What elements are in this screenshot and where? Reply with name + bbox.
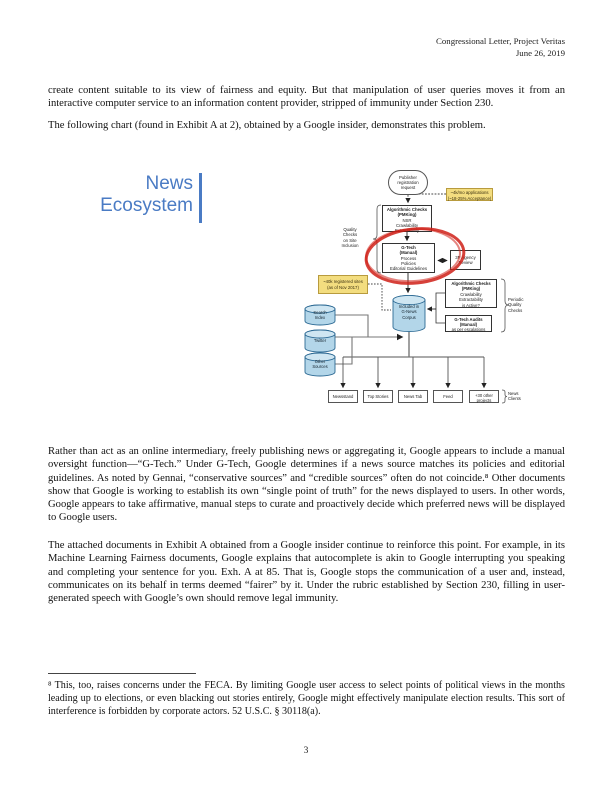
periodic-quality-checks-label: Periodic Quality Checks bbox=[508, 297, 524, 313]
registered-sites-sticky-note: ~40k registered sites (as of Nov 2017) bbox=[318, 275, 368, 294]
gtech-body: Process Policies Editorial Guidelines bbox=[389, 255, 428, 272]
diagram-connectors bbox=[304, 193, 510, 404]
brace-news-clients bbox=[501, 389, 508, 404]
page-number: 3 bbox=[303, 746, 309, 756]
other-sources-label: Other Sources bbox=[312, 359, 328, 370]
paragraph-2: The following chart (found in Exhibit A … bbox=[48, 120, 486, 131]
paragraph-3: Rather than act as an online intermediar… bbox=[48, 446, 565, 524]
gtech-audits-body: as per escalations bbox=[451, 327, 486, 333]
algorithmic-checks-right-body: Crawlability Extractability is Active? bbox=[459, 291, 483, 308]
corpus-cylinder-shape bbox=[392, 294, 426, 333]
header-date: June 26, 2019 bbox=[515, 47, 565, 58]
diagram-title-line1: News bbox=[145, 173, 193, 194]
algorithmic-checks-top-title: Algorithmic Checks (PMKing) bbox=[386, 207, 428, 218]
twitter-label: Twitter bbox=[313, 338, 327, 343]
news-ecosystem-diagram: News Ecosystem Publisher registration re… bbox=[0, 165, 612, 445]
publisher-registration-oval: Publisher registration request bbox=[388, 170, 428, 195]
brace-quality-checks bbox=[372, 204, 382, 274]
news-clients-label: News Clients bbox=[508, 391, 521, 402]
brace-periodic-quality bbox=[500, 278, 510, 333]
gtech-audits-box: G-Tech Audits (Manual) as per escalation… bbox=[445, 315, 492, 332]
corpus-cylinder-label: Included in G-News Corpus bbox=[398, 304, 420, 320]
client-box-newsstand: Newsstand bbox=[328, 390, 358, 403]
header: Congressional Letter, Project Veritas Ju… bbox=[436, 36, 565, 59]
line-search-index bbox=[335, 314, 369, 337]
applications-sticky-note: ~4k/mo applications (~18-25% Acceptance) bbox=[446, 188, 493, 201]
diagram-title: News Ecosystem bbox=[85, 173, 193, 217]
agency-review-box: 3P Agency Review bbox=[450, 250, 481, 270]
bracket-periodic-checks bbox=[435, 292, 445, 324]
other-sources-cylinder-shape bbox=[304, 352, 336, 377]
footnote-separator bbox=[48, 673, 196, 674]
algorithmic-checks-right-title: Algorithmic Checks (PMKing) bbox=[451, 281, 491, 292]
line-other-sources bbox=[335, 337, 353, 365]
algorithmic-checks-right-box: Algorithmic Checks (PMKing) Crawlability… bbox=[445, 279, 497, 308]
client-box-top-stories: Top Stories bbox=[363, 390, 393, 403]
gtech-box: G-Tech (Manual) Process Policies Editori… bbox=[382, 243, 435, 273]
header-title: Congressional Letter, Project Veritas bbox=[436, 36, 565, 46]
paragraph-4: The attached documents in Exhibit A obta… bbox=[48, 540, 565, 605]
gtech-audits-title: G-Tech Audits (Manual) bbox=[454, 317, 483, 328]
twitter-cylinder-shape bbox=[304, 329, 336, 353]
footnote-text: ⁸ This, too, raises concerns under the F… bbox=[48, 680, 565, 718]
quality-checks-label: Quality Checks on Site Inclusion bbox=[341, 227, 359, 249]
gtech-title: G-Tech (Manual) bbox=[399, 245, 418, 256]
diagram-title-line2: Ecosystem bbox=[100, 195, 193, 216]
paragraph-1: create content suitable to its view of f… bbox=[48, 85, 565, 110]
client-box-news-tab: News Tab bbox=[398, 390, 428, 403]
client-box-feed: Feed bbox=[433, 390, 463, 403]
search-index-label: Search Index bbox=[313, 310, 327, 321]
algorithmic-checks-top-box: Algorithmic Checks (PMKing) NSR Crawlabi… bbox=[382, 205, 432, 234]
dashed-link-registered-note bbox=[368, 283, 391, 311]
algorithmic-checks-top-body: NSR Crawlability Extractability bbox=[394, 217, 420, 234]
client-box-other-projects: +30 other projects bbox=[469, 390, 499, 403]
title-divider-bar bbox=[199, 173, 202, 223]
search-index-cylinder-shape bbox=[304, 304, 336, 326]
